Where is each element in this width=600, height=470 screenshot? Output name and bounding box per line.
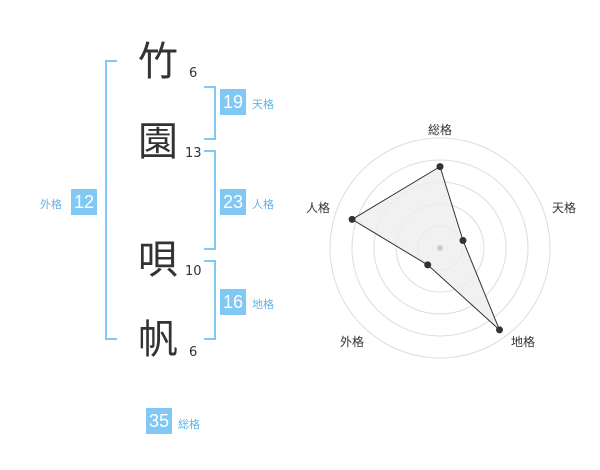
chikaku-label: 地格: [252, 298, 274, 311]
chikaku-value: 16: [220, 289, 246, 315]
radar-center-dot: [437, 245, 443, 251]
radar-point-2: [459, 237, 467, 244]
radar-axis-label-jinkaku: 人格: [306, 200, 330, 215]
tenkaku-label: 天格: [252, 98, 274, 111]
radar-point-4: [424, 261, 432, 269]
gaikaku-value: 12: [71, 189, 97, 215]
bracket-chikaku: [204, 260, 216, 340]
radar-axis-label-gaikaku: 外格: [340, 334, 364, 349]
name-char-3: 唄: [138, 237, 178, 283]
bracket-jinkaku: [204, 150, 216, 250]
jinkaku-value: 23: [220, 189, 246, 215]
name-char-2: 園: [138, 119, 178, 165]
jinkaku-label: 人格: [252, 198, 274, 211]
stroke-count-3: 10: [185, 264, 202, 279]
name-char-1: 竹: [138, 39, 178, 85]
name-char-4: 帆: [138, 317, 178, 363]
radar-axis-label-tenkaku: 天格: [552, 200, 576, 215]
radar-point-1: [436, 163, 444, 171]
radar-ring: [351, 159, 529, 337]
tenkaku-value: 19: [220, 89, 246, 115]
soukaku-label: 総格: [178, 418, 200, 431]
radar-axis-label-chikaku: 地格: [511, 334, 535, 349]
gaikaku-label: 外格: [40, 198, 62, 211]
bracket-tenkaku: [204, 86, 216, 140]
soukaku-value: 35: [146, 408, 172, 434]
radar-polygon: [351, 165, 500, 331]
stroke-count-1: 6: [189, 66, 198, 81]
stroke-count-2: 13: [185, 146, 202, 161]
radar-point-3: [496, 326, 503, 334]
radar-ring: [329, 137, 551, 359]
radar-axis-label-soukaku: 総格: [428, 122, 452, 137]
radar-point-5: [348, 215, 356, 223]
outer-bracket-gaikaku: [105, 60, 117, 340]
stroke-count-4: 6: [189, 345, 198, 360]
